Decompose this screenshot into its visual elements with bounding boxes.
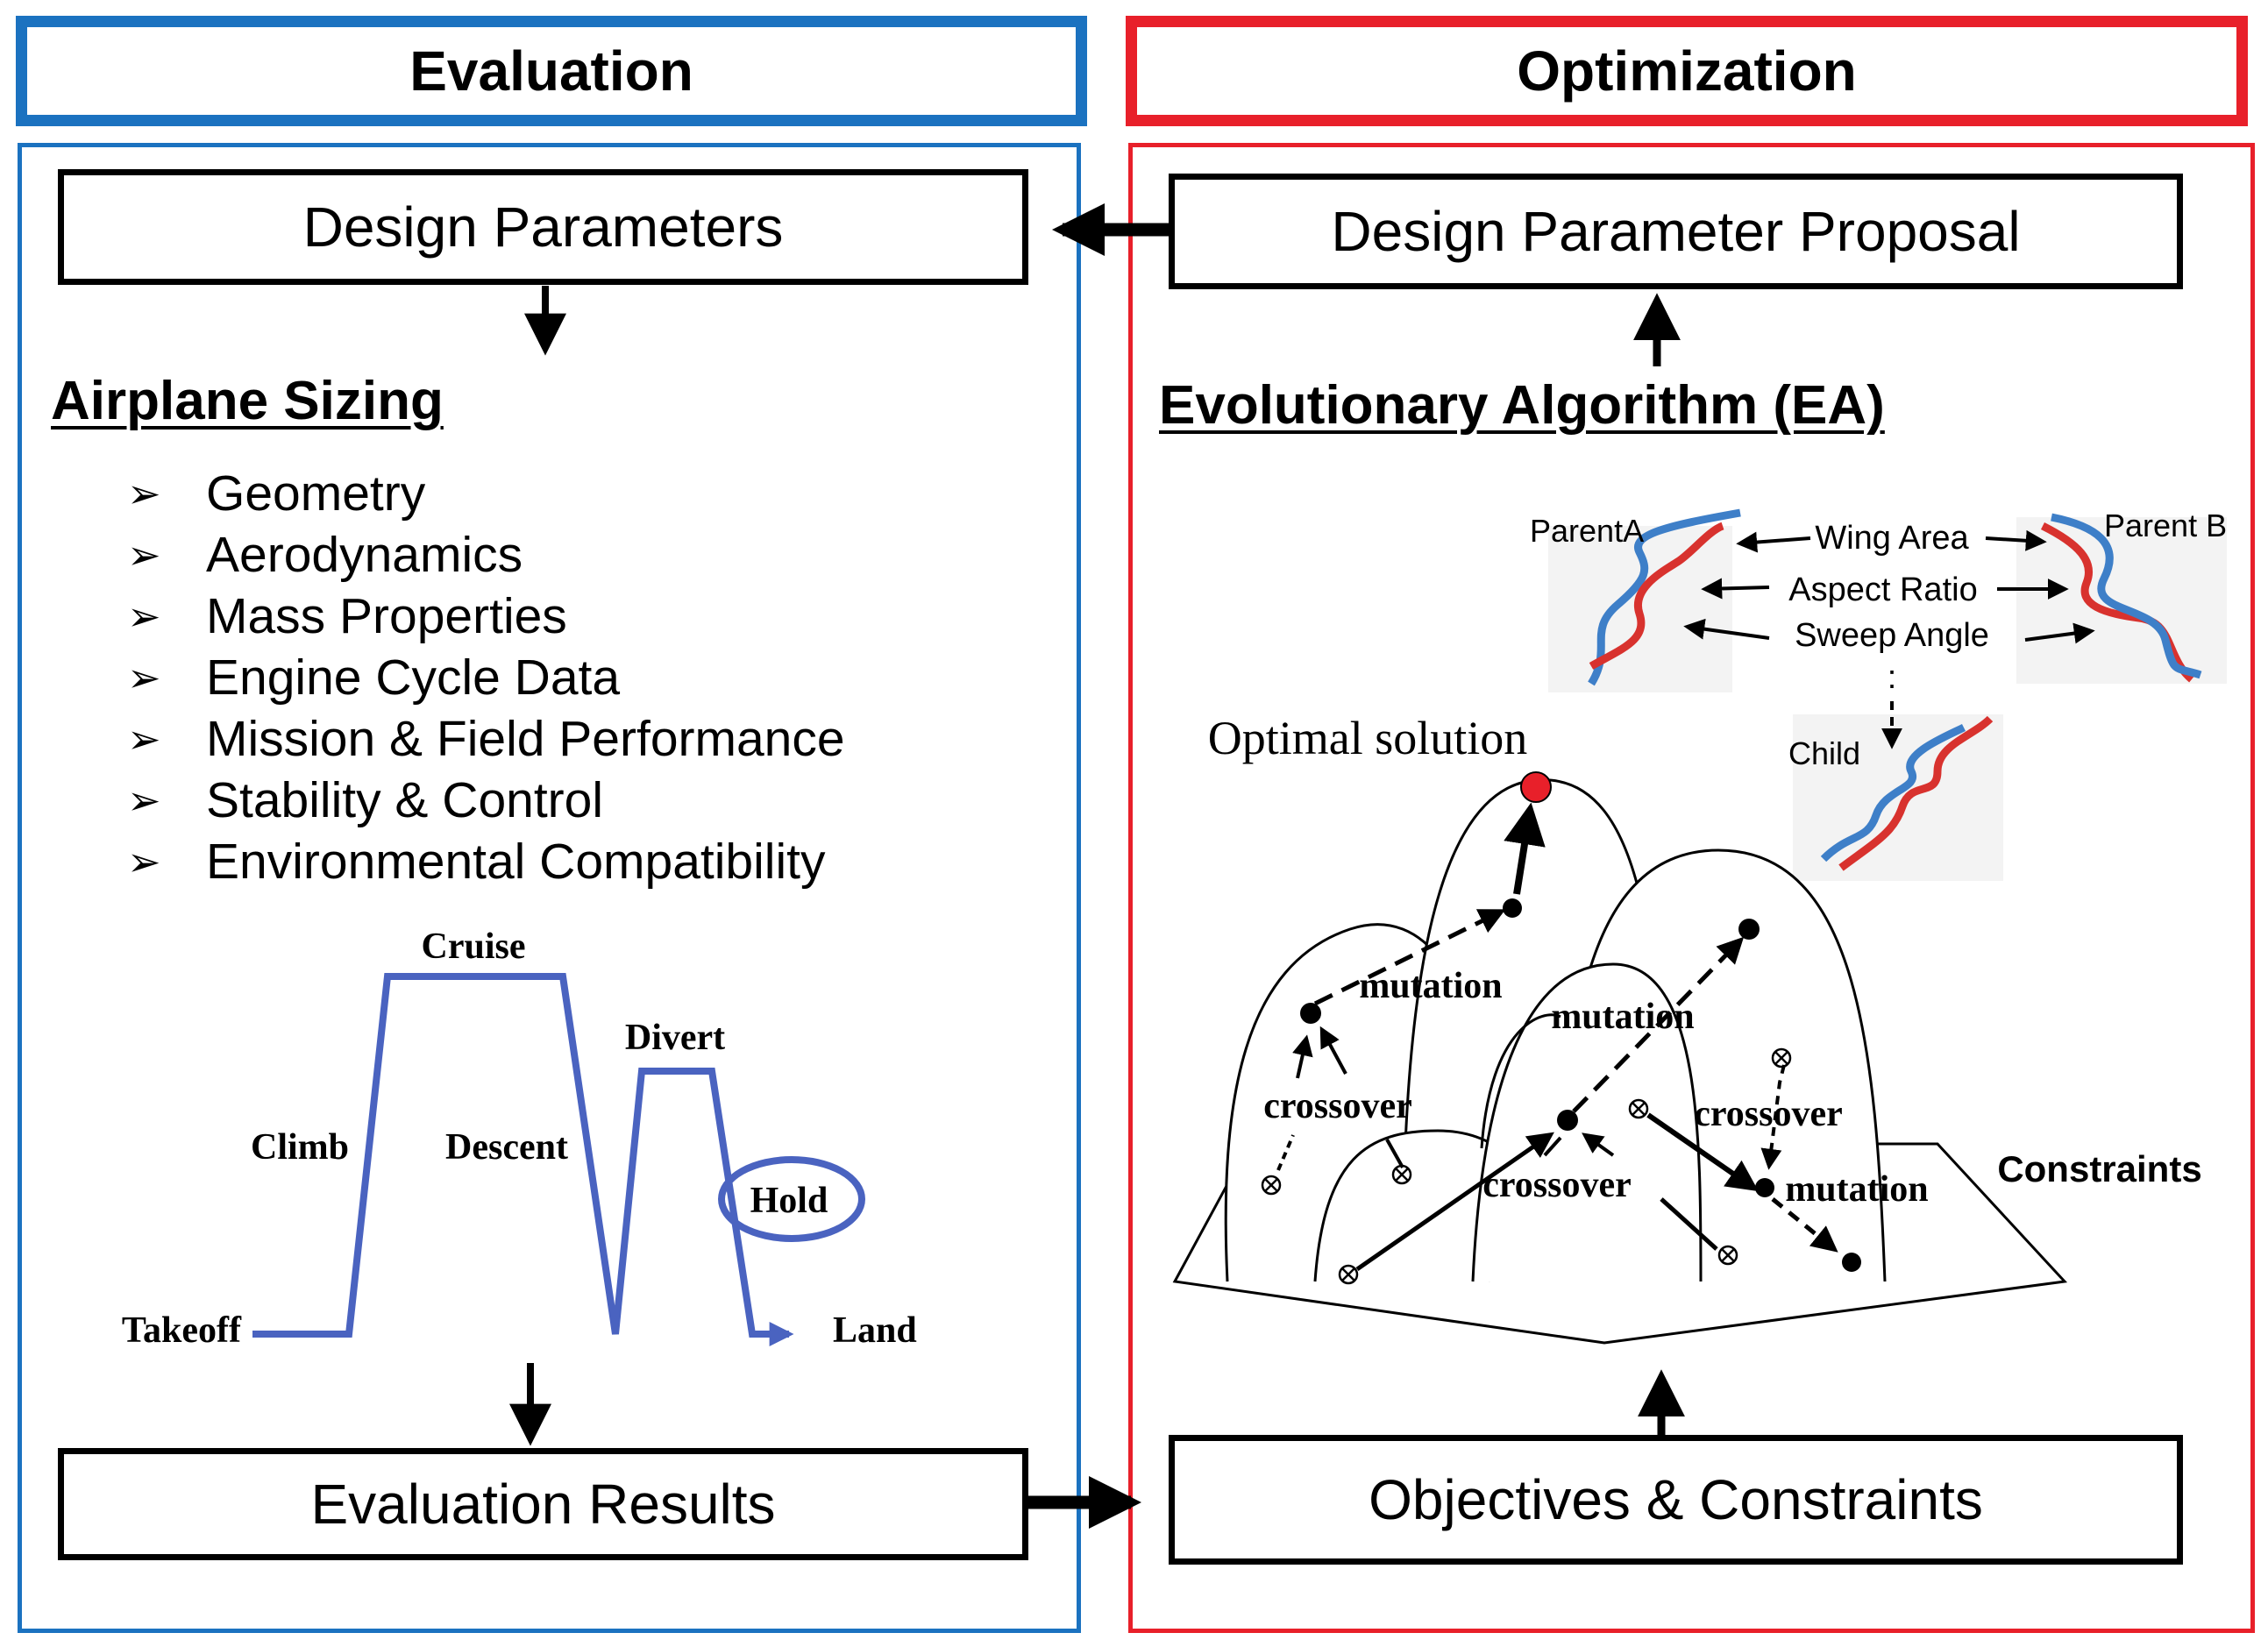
mission-profile-path xyxy=(252,973,794,1346)
evaluation-results-box: Evaluation Results xyxy=(58,1448,1028,1560)
divert-label: Divert xyxy=(625,1018,725,1058)
crossover-label: crossover xyxy=(1694,1094,1843,1134)
hill-right-2 xyxy=(1480,1013,1561,1149)
crossed-point xyxy=(1717,1245,1738,1266)
arrow-bullet-icon: ➢ xyxy=(127,777,161,823)
land-label: Land xyxy=(833,1310,917,1351)
mission-profile: Cruise Climb Descent Divert Hold Takeoff… xyxy=(122,926,917,1351)
evaluation-header: Evaluation xyxy=(16,16,1087,126)
crossed-point xyxy=(1391,1164,1412,1185)
hill-mid-2 xyxy=(1471,962,1703,1282)
sweep-angle-label: Sweep Angle xyxy=(1795,617,1989,654)
climb-label: Climb xyxy=(251,1127,349,1168)
hold-label: Hold xyxy=(750,1181,828,1221)
evaluation-header-label: Evaluation xyxy=(409,39,693,103)
crossed-point xyxy=(1338,1264,1359,1285)
arrow-bullet-icon: ➢ xyxy=(127,593,161,639)
arrow-bullet-icon: ➢ xyxy=(127,839,161,884)
genes-diagram: ParentA Parent B Wing Area Aspect Ratio … xyxy=(1530,508,2227,881)
solution-point xyxy=(1557,1110,1578,1131)
constraints-label: Constraints xyxy=(1997,1148,2201,1189)
solution-point xyxy=(1755,1178,1774,1197)
objectives-constraints-label: Objectives & Constraints xyxy=(1369,1468,1983,1531)
solution-point xyxy=(1503,898,1522,918)
list-item: ➢Mission & Field Performance xyxy=(127,708,845,770)
wing-area-label: Wing Area xyxy=(1815,520,1969,557)
parent-b-dna-image xyxy=(2016,517,2227,684)
optimal-solution-label: Optimal solution xyxy=(1208,712,1528,764)
list-item: ➢Stability & Control xyxy=(127,770,845,831)
objectives-constraints-box: Objectives & Constraints xyxy=(1169,1435,2183,1565)
crossed-point xyxy=(1771,1047,1792,1068)
evaluation-results-label: Evaluation Results xyxy=(310,1473,776,1536)
design-parameter-proposal-box: Design Parameter Proposal xyxy=(1169,174,2183,289)
crossover-label: crossover xyxy=(1482,1165,1632,1205)
solution-point xyxy=(1300,1003,1321,1024)
aspect-ratio-label: Aspect Ratio xyxy=(1788,571,1977,608)
design-parameters-label: Design Parameters xyxy=(302,195,784,259)
ellipsis-label: : xyxy=(1888,659,1897,696)
optimization-header-label: Optimization xyxy=(1517,39,1857,103)
child-label: Child xyxy=(1788,735,1860,771)
crossed-point xyxy=(1261,1175,1282,1196)
fitness-landscape: Optimal solution mutation mutation mutat… xyxy=(1172,712,2202,1345)
solution-point xyxy=(1842,1253,1861,1272)
hold-circle xyxy=(718,1156,865,1242)
flow-arrows xyxy=(509,203,1685,1529)
sizing-list: ➢Geometry ➢Aerodynamics ➢Mass Properties… xyxy=(127,463,845,892)
parent-a-label: ParentA xyxy=(1530,513,1644,549)
design-parameters-box: Design Parameters xyxy=(58,169,1028,285)
optimization-panel xyxy=(1128,143,2255,1633)
parent-b-label: Parent B xyxy=(2104,508,2227,543)
evaluation-panel xyxy=(18,143,1081,1633)
list-item: ➢Geometry xyxy=(127,463,845,524)
optimal-point xyxy=(1520,771,1552,803)
list-item: ➢Engine Cycle Data xyxy=(127,647,845,708)
list-item: ➢Environmental Compatibility xyxy=(127,831,845,892)
arrow-bullet-icon: ➢ xyxy=(127,655,161,700)
arrow-bullet-icon: ➢ xyxy=(127,532,161,578)
list-item: ➢Aerodynamics xyxy=(127,524,845,586)
evolutionary-algorithm-title: Evolutionary Algorithm (EA) xyxy=(1159,375,1885,436)
airplane-sizing-title: Airplane Sizing xyxy=(51,371,444,431)
mutation-label: mutation xyxy=(1785,1169,1928,1210)
crossed-point xyxy=(1628,1098,1649,1119)
mutation-label: mutation xyxy=(1551,997,1694,1037)
arrow-bullet-icon: ➢ xyxy=(127,471,161,516)
arrow-bullet-icon: ➢ xyxy=(127,716,161,762)
descent-label: Descent xyxy=(445,1127,568,1168)
cruise-label: Cruise xyxy=(422,926,526,967)
list-item: ➢Mass Properties xyxy=(127,586,845,647)
crossover-label: crossover xyxy=(1263,1086,1412,1126)
design-parameter-proposal-label: Design Parameter Proposal xyxy=(1331,200,2021,263)
takeoff-label: Takeoff xyxy=(122,1310,242,1351)
solution-point xyxy=(1738,919,1760,940)
optimization-header: Optimization xyxy=(1126,16,2248,126)
mutation-label: mutation xyxy=(1359,966,1502,1006)
